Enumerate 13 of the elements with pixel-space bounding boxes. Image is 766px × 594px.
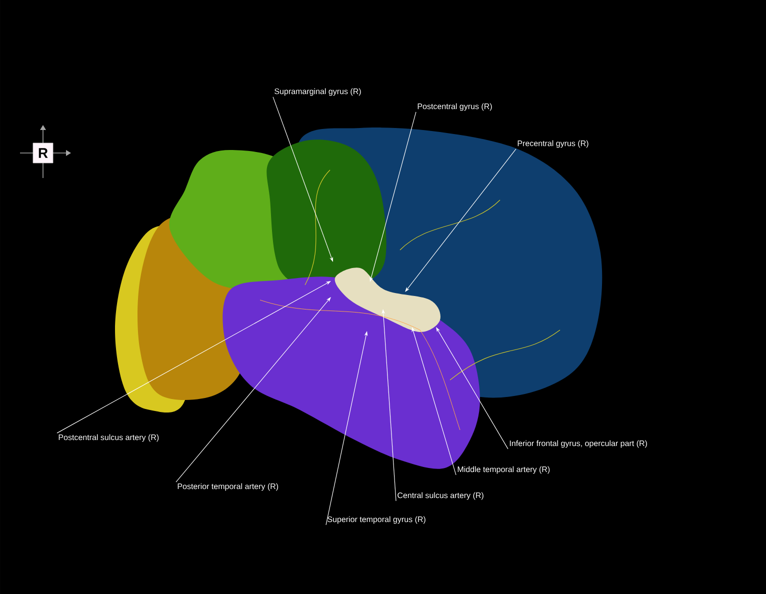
callout-label: Inferior frontal gyrus, opercular part (R): [510, 440, 647, 448]
callout-label: Superior temporal gyrus (R): [328, 516, 426, 524]
orientation-box: R: [32, 142, 54, 164]
leader-line: [176, 297, 331, 482]
callout-label: Central sulcus artery (R): [398, 492, 484, 500]
callout-label: Posterior temporal artery (R): [178, 483, 278, 491]
callout-label: Postcentral gyrus (R): [418, 103, 492, 111]
callout-label: Precentral gyrus (R): [518, 140, 588, 148]
callout-label: Postcentral sulcus artery (R): [58, 434, 159, 442]
leader-line: [405, 148, 516, 292]
leader-line: [436, 327, 508, 450]
callout-label: Supramarginal gyrus (R): [274, 88, 361, 96]
callout-label: Middle temporal artery (R): [458, 466, 550, 474]
